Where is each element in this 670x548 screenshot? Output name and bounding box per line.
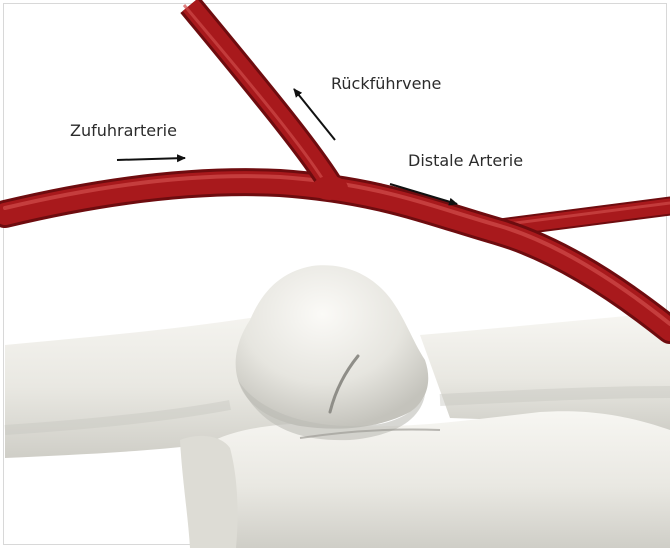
distal-artery-label: Distale Arterie [408,151,523,170]
lower-left-lobe [180,436,238,548]
return-vein-label: Rückführvene [331,74,441,93]
bone-group [5,265,670,548]
vessel-junction [312,176,348,200]
lower-bone-mass [214,411,670,548]
supply-artery-label: Zufuhrarterie [70,121,177,140]
supply-artery-arrow [117,158,185,160]
